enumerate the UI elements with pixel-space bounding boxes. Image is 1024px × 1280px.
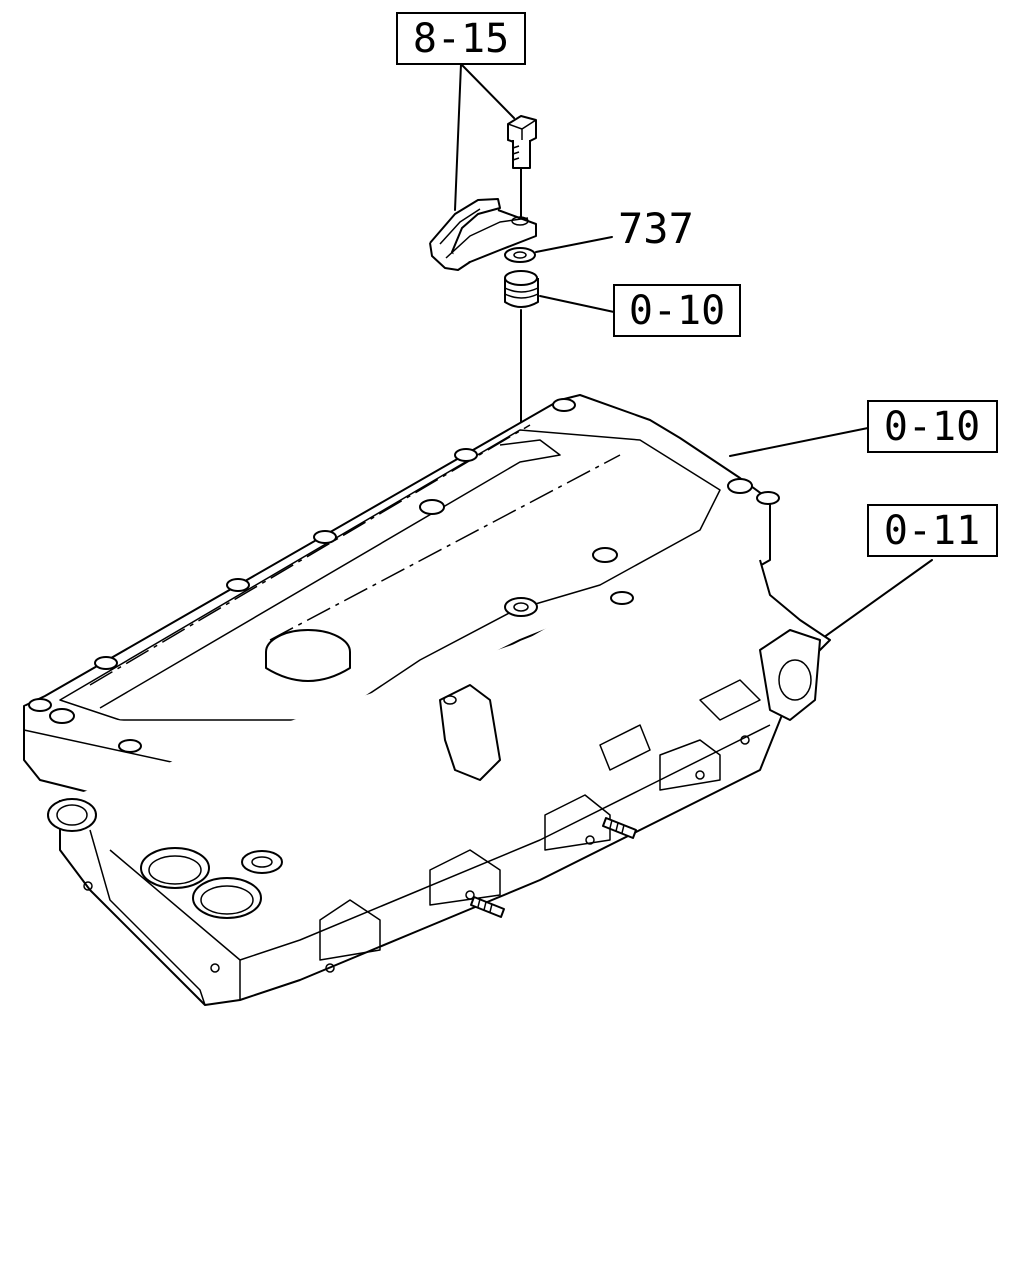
grommet-icon bbox=[504, 270, 539, 308]
svg-text:8-15: 8-15 bbox=[413, 16, 509, 62]
callout-cylinder-head-cover[interactable]: 0-10 bbox=[867, 400, 998, 453]
bracket-icon bbox=[429, 198, 537, 271]
svg-text:0-10: 0-10 bbox=[629, 288, 725, 334]
leader-washer bbox=[535, 236, 613, 253]
washer-icon bbox=[504, 247, 536, 263]
cylinder-head-assembly bbox=[23, 394, 831, 1006]
leader-head bbox=[819, 559, 933, 641]
callout-washer[interactable]: 737 bbox=[618, 204, 694, 253]
leader-grommet bbox=[539, 295, 615, 313]
svg-text:0-11: 0-11 bbox=[884, 508, 980, 554]
svg-text:0-10: 0-10 bbox=[884, 404, 980, 450]
callout-bracket[interactable]: 8-15 bbox=[396, 12, 526, 65]
leader-bracket bbox=[454, 63, 515, 211]
callout-grommet[interactable]: 0-10 bbox=[613, 284, 741, 337]
leader-cover bbox=[729, 427, 869, 457]
bolt-icon bbox=[507, 115, 537, 169]
callout-cylinder-head[interactable]: 0-11 bbox=[867, 504, 998, 557]
